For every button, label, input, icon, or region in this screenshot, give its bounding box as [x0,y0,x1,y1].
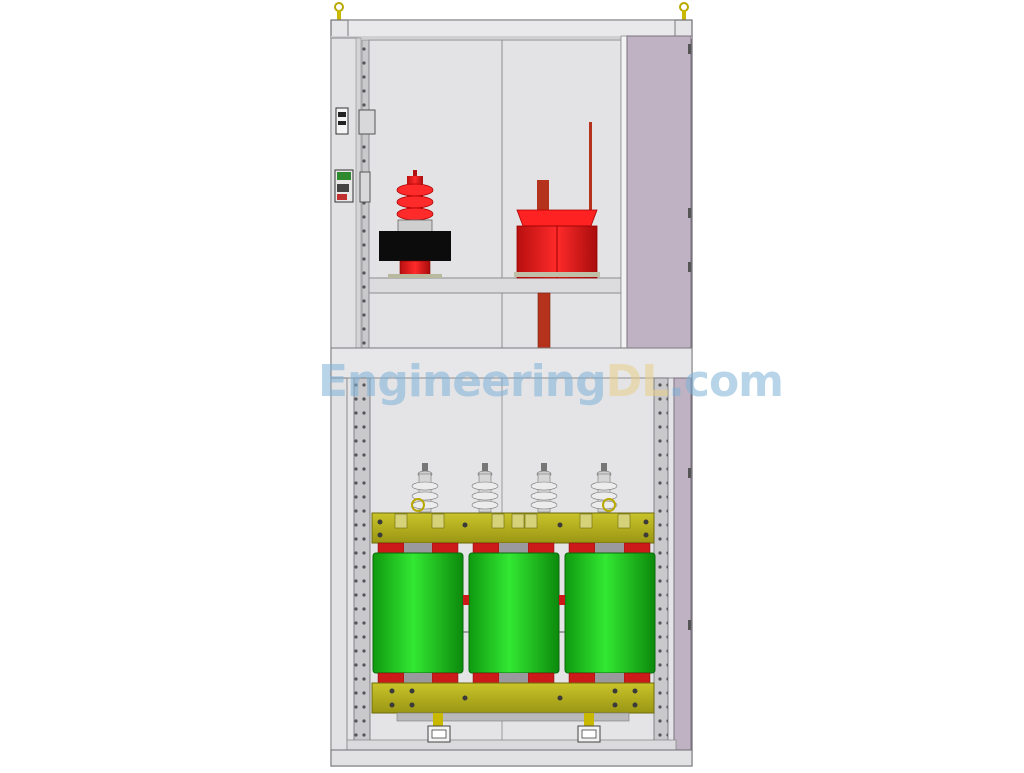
door-lock [335,107,376,135]
hv-bushings [411,463,618,513]
lifting-eye-left [334,2,344,20]
dry-type-transformer [371,498,655,554]
upper-compartment [368,35,692,351]
transformer-coils [372,552,656,674]
transformer-base [371,672,655,743]
surge-arrester [379,170,451,278]
middle-beam [330,347,693,379]
lifting-eye-right [679,2,689,20]
current-transformer [514,122,600,279]
indicator-switch [334,169,371,203]
